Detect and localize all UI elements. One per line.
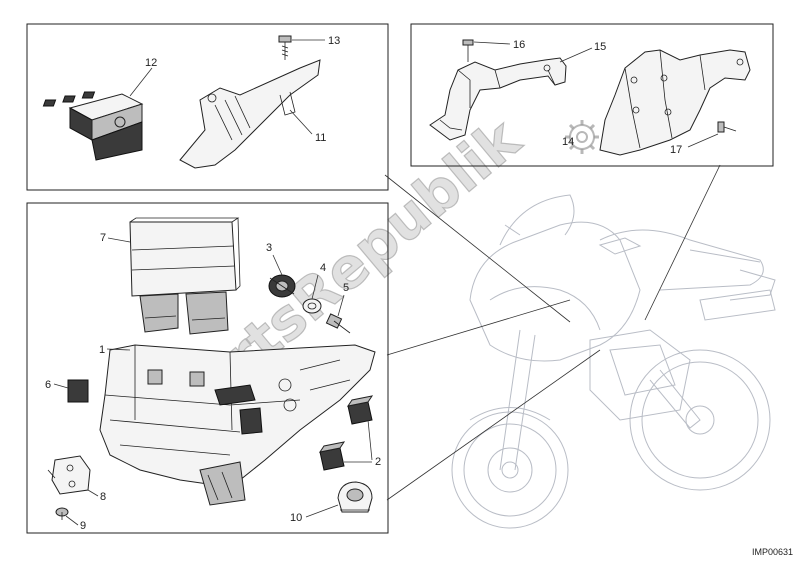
- callout-5: 5: [343, 282, 349, 294]
- frame-bottom-left: 7 3 4 5 1 6 2 8 9 10: [26, 202, 389, 534]
- drawing-code: IMP00631: [752, 547, 793, 557]
- part-13-screw: [278, 35, 292, 60]
- callout-3: 3: [266, 242, 272, 254]
- part-14-bracket: [599, 49, 751, 156]
- callout-14: 14: [562, 136, 574, 148]
- callout-10: 10: [290, 512, 302, 524]
- callout-12: 12: [145, 57, 157, 69]
- frame-leader-bottom: [386, 349, 601, 501]
- part-17-screw: [717, 121, 737, 133]
- frame-leader-top-right: [644, 164, 721, 321]
- part-2-relay-lower: [318, 441, 346, 471]
- frame-top-left: 12 13 11: [26, 23, 389, 191]
- callout-2: 2: [375, 456, 381, 468]
- part-16-screw: [462, 39, 474, 62]
- frame-leader-mid: [386, 299, 571, 356]
- part-2-relay-upper: [346, 395, 374, 425]
- part-3-nut: [268, 274, 296, 298]
- part-11-bracket: [179, 59, 321, 169]
- callout-11: 11: [315, 132, 326, 144]
- frame-top-right: 16 15 14 17: [410, 23, 774, 167]
- callout-1: 1: [99, 344, 105, 356]
- callout-4: 4: [320, 262, 326, 274]
- part-15-bracket: [429, 57, 567, 141]
- callout-13: 13: [328, 35, 340, 47]
- part-5-bolt: [325, 313, 351, 334]
- frame-leader-top-left: [384, 174, 571, 323]
- callout-7: 7: [100, 232, 106, 244]
- callout-8: 8: [100, 491, 106, 503]
- part-12-relay-holder: [42, 91, 144, 161]
- part-1-tray: [99, 344, 376, 506]
- part-6-fuse: [67, 379, 89, 403]
- callout-16: 16: [513, 39, 525, 51]
- motorcycle-outline: [451, 194, 776, 529]
- part-10-clamp: [337, 481, 373, 513]
- watermark-gear-icon: [565, 120, 599, 154]
- callout-17: 17: [670, 144, 682, 156]
- part-7-ecu: [129, 217, 241, 335]
- callout-9: 9: [80, 520, 86, 532]
- part-9-screw: [55, 507, 69, 520]
- callout-15: 15: [594, 41, 606, 53]
- part-4-grommet: [302, 298, 322, 314]
- callout-6: 6: [45, 379, 51, 391]
